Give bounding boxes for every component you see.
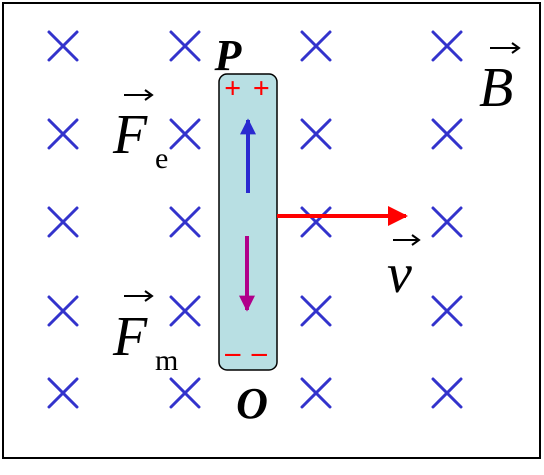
magnetic-field-grid: [47, 30, 463, 409]
b-field-label: B: [479, 42, 521, 119]
field-cross-icon: [300, 30, 332, 62]
field-cross-icon: [300, 118, 332, 150]
field-cross-icon: [47, 206, 79, 238]
field-cross-icon: [47, 118, 79, 150]
point-p-label: P: [214, 31, 243, 80]
field-cross-icon: [431, 118, 463, 150]
fe-subscript: e: [155, 142, 168, 175]
field-cross-icon: [169, 206, 201, 238]
b-vector-arrowhead-icon: [511, 42, 521, 54]
fe-vector-arrowhead-icon: [144, 89, 154, 101]
field-cross-icon: [47, 377, 79, 409]
v-vector-arrowhead-icon: [411, 234, 421, 246]
fm-label: F m: [112, 290, 178, 377]
b-label-text: B: [479, 57, 513, 119]
fm-subscript: m: [155, 344, 178, 377]
negative-charges: – –: [224, 336, 269, 369]
fm-symbol: F: [112, 306, 148, 368]
point-o-label: O: [236, 379, 268, 428]
fm-vector-arrowhead-icon: [144, 290, 154, 302]
field-cross-icon: [169, 295, 201, 327]
field-cross-icon: [169, 118, 201, 150]
positive-charges: + +: [224, 72, 272, 105]
field-cross-icon: [431, 377, 463, 409]
v-symbol: v: [387, 243, 412, 305]
field-cross-icon: [169, 30, 201, 62]
field-cross-icon: [300, 206, 332, 238]
field-cross-icon: [431, 30, 463, 62]
field-cross-icon: [300, 295, 332, 327]
field-cross-icon: [47, 295, 79, 327]
v-label: v: [387, 234, 421, 305]
field-cross-icon: [431, 206, 463, 238]
field-cross-icon: [169, 377, 201, 409]
field-cross-icon: [300, 377, 332, 409]
fe-symbol: F: [112, 104, 148, 166]
fe-label: F e: [112, 89, 168, 175]
field-cross-icon: [47, 30, 79, 62]
field-cross-icon: [431, 295, 463, 327]
conducting-rod: [218, 73, 278, 371]
